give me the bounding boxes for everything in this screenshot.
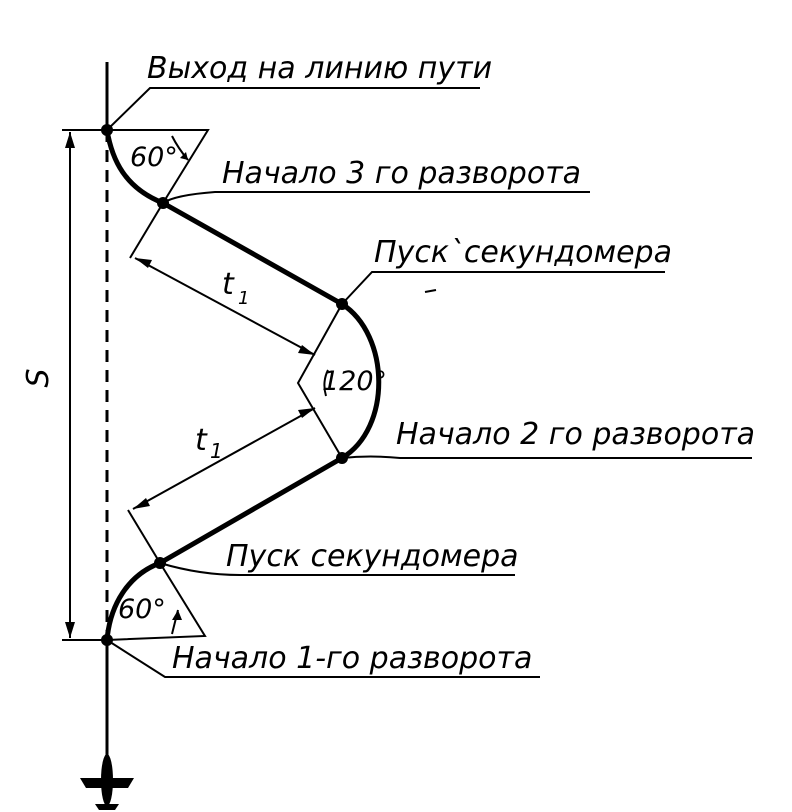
lower-t1-label: t	[195, 423, 208, 458]
top-angle-arrow	[180, 152, 188, 160]
leader-stopwatch-lower	[159, 562, 515, 576]
middle-angle-arc	[323, 369, 329, 397]
leader-start-3rd-turn	[162, 191, 590, 204]
middle-angle-label: 120°	[322, 366, 387, 397]
label-start-2nd-turn: Начало 2 го разворота	[396, 417, 755, 452]
upper-t1-arrow-left	[135, 258, 152, 268]
upper-t1-subscript: 1	[238, 288, 249, 309]
leader-start-1st-turn	[106, 639, 540, 678]
upper-t1-extension-a	[129, 202, 164, 259]
lower-t1-arrow-right	[298, 408, 315, 418]
stray-tick	[424, 289, 437, 293]
middle-angle-lines	[296, 303, 343, 459]
bottom-angle-label: 60°	[118, 594, 166, 625]
lower-t1-extension-a	[127, 509, 161, 564]
bottom-angle-arrow	[172, 610, 182, 620]
label-stopwatch-upper: Пуск`секундомера	[374, 235, 672, 270]
lower-t1-subscript: 1	[210, 439, 223, 463]
top-angle-label: 60°	[130, 142, 178, 173]
airplane-icon	[80, 754, 134, 810]
flight-path	[104, 129, 382, 641]
top-angle-triangle	[107, 129, 210, 204]
leader-exit-to-track	[106, 87, 480, 131]
leader-stopwatch-upper	[341, 271, 665, 305]
leader-start-2nd-turn	[341, 455, 752, 459]
label-start-3rd-turn: Начало 3 го разворота	[222, 156, 581, 191]
upper-t1-dimension-line	[134, 257, 316, 356]
bottom-angle-triangle	[106, 562, 207, 641]
upper-t1-label: t	[222, 267, 235, 302]
lower-t1-dimension-line	[132, 407, 316, 510]
label-start-1st-turn: Начало 1-го разворота	[172, 641, 532, 676]
label-exit-to-track: Выход на линию пути	[147, 51, 492, 86]
s-dimension-arrow-top	[65, 132, 75, 148]
label-stopwatch-lower: Пуск секундомера	[226, 539, 519, 574]
lower-t1-arrow-left	[133, 498, 150, 509]
upper-t1-arrow-right	[298, 345, 315, 355]
s-dimension-arrow-bottom	[65, 622, 75, 638]
s-dimension-label: S	[21, 368, 56, 387]
